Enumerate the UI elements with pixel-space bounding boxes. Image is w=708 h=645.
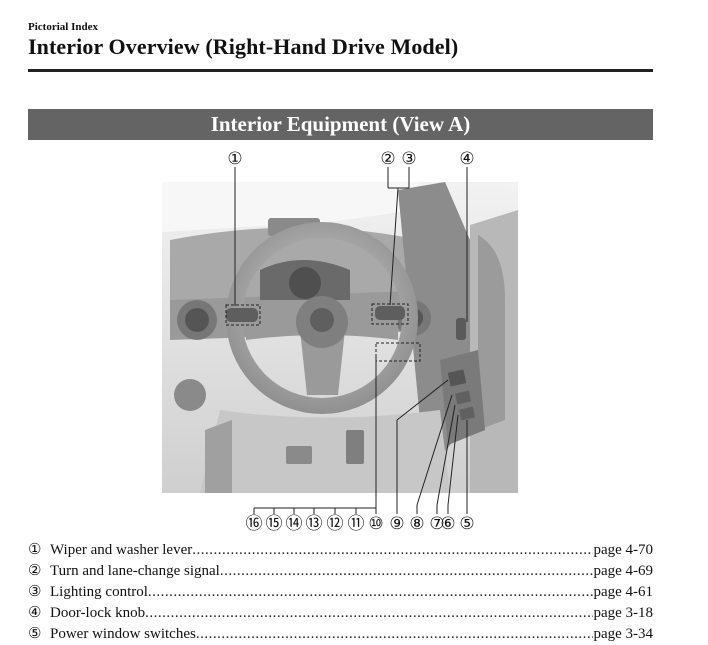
callout-9: ⑨: [389, 514, 404, 533]
index-number: ③: [28, 584, 42, 600]
callout-15: ⑮: [266, 514, 283, 533]
index-list: ① Wiper and washer lever ...............…: [28, 540, 653, 645]
index-item: ④ Door-lock knob .......................…: [28, 603, 653, 624]
callout-2: ②: [380, 149, 395, 168]
view-banner: Interior Equipment (View A): [28, 109, 653, 140]
callout-1: ①: [227, 149, 242, 168]
index-label: Power window switches: [50, 626, 196, 642]
callout-6: ⑥: [440, 514, 455, 533]
index-page-ref[interactable]: page 4-69: [593, 563, 653, 579]
index-number: ②: [28, 563, 42, 579]
index-label: Turn and lane-change signal: [50, 563, 220, 579]
callout-3: ③: [401, 149, 416, 168]
callout-numbers: ① ② ③ ④ ⑯ ⑮ ⑭ ⑬ ⑫ ⑪ ⑩ ⑨ ⑧ ⑦ ⑥ ⑤: [227, 149, 474, 533]
index-label: Door-lock knob: [50, 605, 146, 621]
index-item: ① Wiper and washer lever ...............…: [28, 540, 653, 561]
index-leader-dots: ........................................…: [219, 563, 594, 579]
index-leader-dots: ........................................…: [195, 626, 594, 642]
callout-12: ⑫: [327, 514, 344, 533]
callout-10: ⑩: [368, 514, 383, 533]
index-page-ref[interactable]: page 4-61: [593, 584, 653, 600]
index-item: ② Turn and lane-change signal ..........…: [28, 561, 653, 582]
index-number: ④: [28, 605, 42, 621]
interior-illustration: ① ② ③ ④ ⑯ ⑮ ⑭ ⑬ ⑫ ⑪ ⑩ ⑨ ⑧ ⑦ ⑥ ⑤: [162, 149, 518, 533]
index-leader-dots: ........................................…: [145, 605, 594, 621]
title-rule: [28, 69, 653, 72]
index-item: ③ Lighting control .....................…: [28, 582, 653, 603]
callout-8: ⑧: [409, 514, 424, 533]
index-label: Lighting control: [50, 584, 148, 600]
index-page-ref[interactable]: page 3-18: [593, 605, 653, 621]
callout-11: ⑪: [348, 514, 365, 533]
callout-4: ④: [459, 149, 474, 168]
page-title: Interior Overview (Right-Hand Drive Mode…: [28, 34, 459, 59]
callout-14: ⑭: [286, 514, 303, 533]
index-item: ⑤ Power window switches ................…: [28, 624, 653, 645]
index-page-ref[interactable]: page 4-70: [593, 542, 653, 558]
callout-7: ⑦: [429, 514, 444, 533]
index-number: ⑤: [28, 626, 42, 642]
section-label: Pictorial Index: [28, 21, 98, 33]
callout-13: ⑬: [306, 514, 323, 533]
callout-16: ⑯: [246, 514, 263, 533]
interior-photo: [162, 182, 518, 493]
callout-5: ⑤: [459, 514, 474, 533]
index-page-ref[interactable]: page 3-34: [593, 626, 653, 642]
index-number: ①: [28, 542, 42, 558]
index-leader-dots: ........................................…: [147, 584, 594, 600]
index-label: Wiper and washer lever: [50, 542, 193, 558]
callout-leaders: [234, 167, 468, 514]
index-leader-dots: ........................................…: [192, 542, 594, 558]
